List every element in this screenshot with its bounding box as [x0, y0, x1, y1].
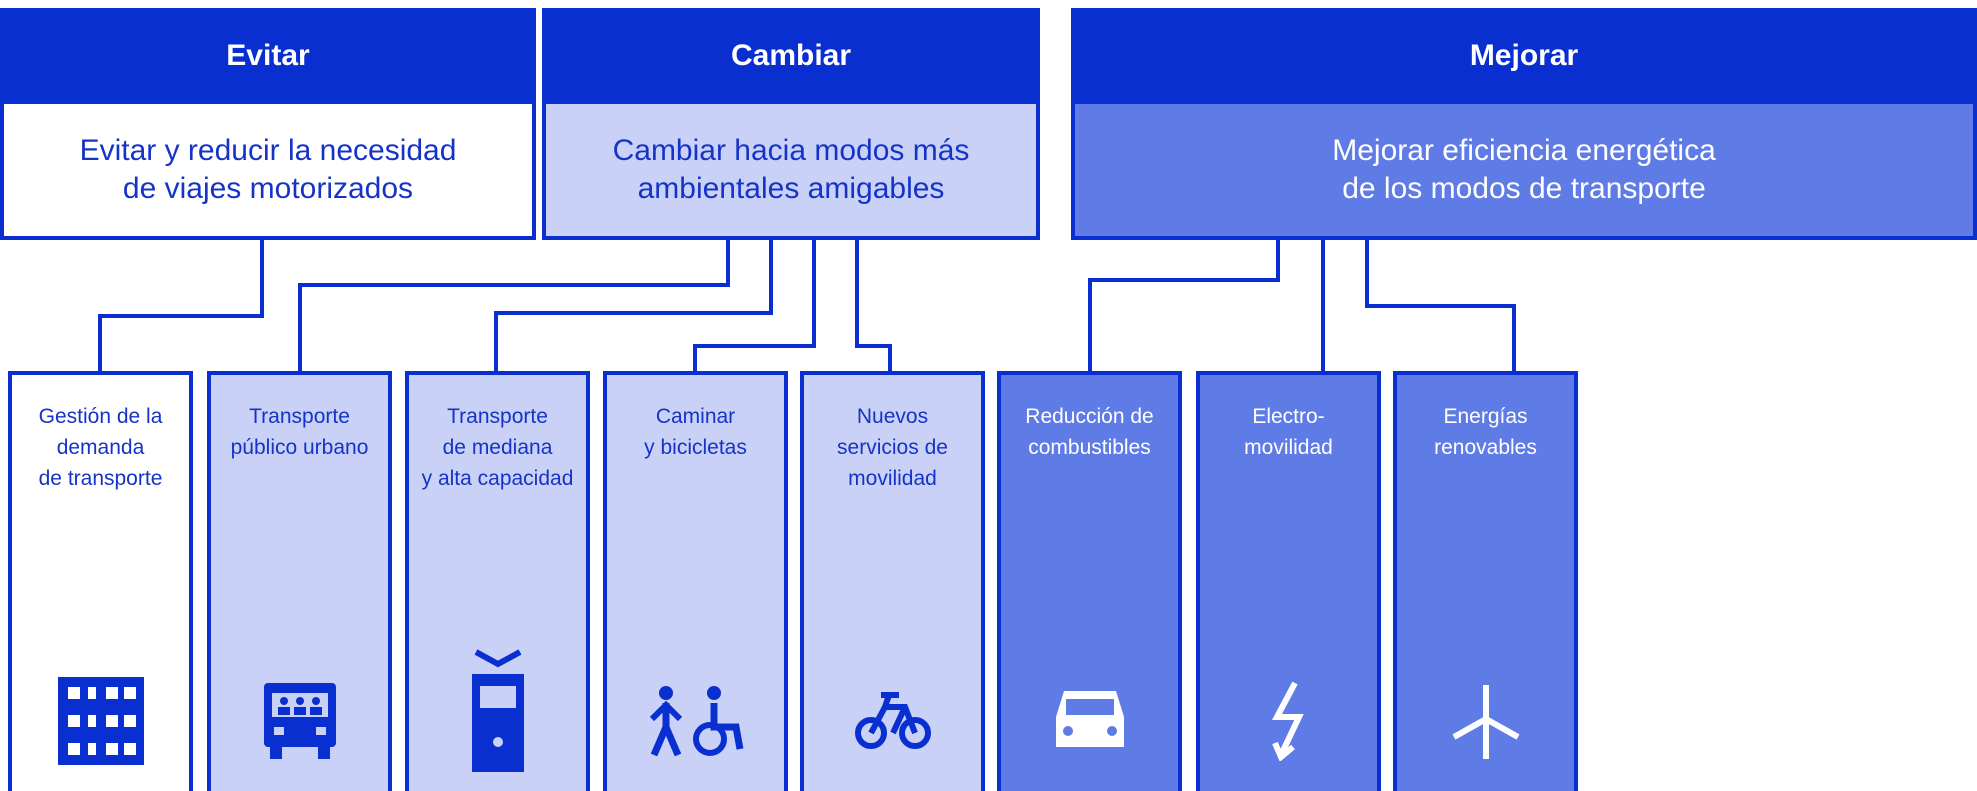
category-title-cambiar: Cambiar [730, 39, 852, 72]
category-desc-line: Cambiar hacia modos más [612, 134, 970, 167]
category-desc-line: de viajes motorizados [122, 172, 414, 205]
leaf-label-line: Transporte [447, 405, 548, 428]
bicycle-icon [854, 692, 931, 749]
leaf-label-line: de transporte [38, 467, 163, 490]
connector-mejorar-reduccion [1088, 240, 1280, 373]
leaf-transporte-publico: Transporte público urbano [207, 371, 392, 791]
connector-evitar-gestion [98, 240, 264, 373]
leaf-label-line: público urbano [230, 436, 369, 459]
leaf-label-line: movilidad [848, 467, 937, 490]
category-desc-evitar: Evitar y reducir la necesidad de viajes … [0, 104, 536, 240]
leaf-label-line: renovables [1434, 436, 1537, 459]
leaf-label-line: Reducción de [1025, 405, 1154, 428]
connector-cambiar-mediana [494, 240, 773, 373]
building-icon [57, 677, 144, 765]
leaf-label-line: demanda [56, 436, 145, 459]
category-header-cambiar: Cambiar [542, 8, 1040, 104]
leaf-electromovilidad: Electro- movilidad [1196, 371, 1381, 791]
leaf-label-line: combustibles [1028, 436, 1151, 459]
connector-mejorar-energias [1365, 240, 1516, 373]
tram-icon [471, 649, 524, 772]
connector-cambiar-nuevos [855, 240, 892, 373]
connector-cambiar-publico [298, 240, 730, 373]
leaf-transporte-mediana: Transporte de mediana y alta capacidad [405, 371, 590, 791]
leaf-gestion-demanda: Gestión de la demanda de transporte [8, 371, 193, 791]
category-title-evitar: Evitar [226, 39, 310, 72]
category-header-evitar: Evitar [0, 8, 536, 104]
leaf-label-line: Transporte [249, 405, 350, 428]
leaf-label-line: y alta capacidad [421, 467, 574, 490]
leaf-nuevos-servicios: Nuevos servicios de movilidad [800, 371, 985, 791]
category-header-mejorar: Mejorar [1071, 8, 1977, 104]
wind-turbine-icon [1452, 685, 1519, 759]
bus-icon [263, 683, 336, 759]
leaf-label-line: de mediana [442, 436, 553, 459]
lightning-icon [1271, 681, 1304, 761]
category-desc-line: ambientales amigables [637, 172, 945, 205]
pedestrian-wheelchair-icon [649, 686, 743, 757]
leaf-energias-renovables: Energías renovables [1393, 371, 1578, 791]
category-desc-cambiar: Cambiar hacia modos más ambientales amig… [542, 104, 1040, 240]
leaf-label-line: servicios de [837, 436, 948, 459]
category-title-mejorar: Mejorar [1469, 39, 1579, 72]
leaf-reduccion-combustibles: Reducción de combustibles [997, 371, 1182, 791]
leaf-label-line: Nuevos [856, 405, 929, 428]
leaf-label-line: y bicicletas [644, 436, 747, 459]
leaf-label-line: Caminar [655, 405, 736, 428]
category-desc-line: Mejorar eficiencia energética [1332, 134, 1716, 167]
category-desc-line: de los modos de transporte [1342, 172, 1706, 205]
car-icon [1055, 691, 1124, 747]
leaf-label-line: Gestión de la [38, 405, 163, 428]
category-desc-mejorar: Mejorar eficiencia energética de los mod… [1071, 104, 1977, 240]
leaf-label-line: Electro- [1252, 405, 1325, 428]
leaf-label-line: movilidad [1244, 436, 1333, 459]
connector-cambiar-caminar [693, 240, 816, 373]
leaf-label-line: Energías [1443, 405, 1528, 428]
leaf-caminar-bicicletas: Caminar y bicicletas [603, 371, 788, 791]
category-desc-line: Evitar y reducir la necesidad [79, 134, 457, 167]
